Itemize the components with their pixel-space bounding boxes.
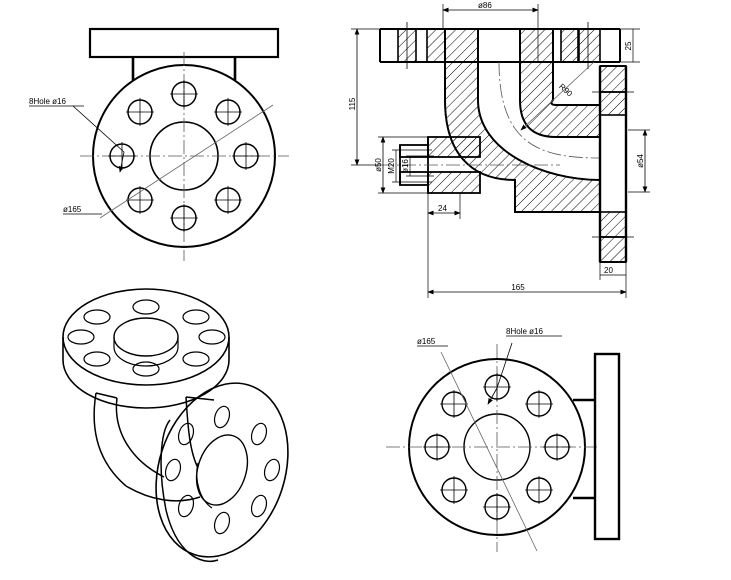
top-flange-section (379, 22, 621, 69)
bolt-circle-label-top-left: ø165 (63, 205, 82, 214)
dim-label-branch-bore: ø16 (401, 159, 410, 173)
hole-note-label-top-left: 8Hole ø16 (29, 97, 66, 106)
iso-side-flange (155, 382, 289, 562)
dim-branch-bore: ø16 (401, 155, 434, 177)
side-hole-note-leader (487, 335, 562, 405)
dim-label-side-bore: ø54 (636, 154, 645, 168)
view-bottom-right-side-flange: ø165 8Hole ø16 (386, 327, 621, 552)
iso-top-flange (62, 288, 230, 409)
view-top-left-front-flange: 8Hole ø16 ø165 (29, 27, 289, 261)
dim-label-branch-outer: ø50 (374, 158, 383, 172)
side-mounting-plate (573, 352, 621, 541)
dim-label-flange-thickness-side: 20 (604, 266, 613, 275)
bolt-circle-label-bottom-right: ø165 (417, 337, 436, 346)
dim-overall-length: 165 (427, 219, 627, 298)
dim-branch-outer: ø50 (374, 136, 432, 194)
dim-bore-top: ø86 (442, 1, 539, 62)
dim-label-branch-thread: M20 (387, 158, 396, 174)
dim-side-bore: ø54 (628, 129, 650, 193)
side-bolt-circle-leader (440, 351, 538, 552)
view-top-right-section: ø86 115 25 R90 ø50 (348, 1, 650, 298)
bolt-hole-group (108, 80, 260, 232)
left-branch-boss (380, 136, 560, 194)
side-bolt-hole-group (423, 373, 571, 521)
dim-flange-thickness-top: 25 (620, 28, 640, 63)
right-flange-section (592, 65, 634, 263)
hole-note-label-bottom-right: 8Hole ø16 (506, 327, 543, 336)
dim-branch-length: 24 (427, 193, 461, 219)
dim-label-flange-thickness-top: 25 (624, 41, 633, 50)
view-bottom-left-isometric (62, 288, 289, 562)
hole-note-leader (29, 105, 125, 173)
bolt-circle-leader (99, 104, 274, 219)
dim-height: 115 (348, 28, 380, 166)
dim-label-branch-length: 24 (438, 204, 447, 213)
dim-label-height: 115 (348, 97, 357, 110)
dim-branch-thread: M20 (387, 149, 432, 183)
dim-label-bore-top: ø86 (478, 1, 492, 10)
dim-label-overall-length: 165 (511, 283, 525, 292)
dim-flange-thickness-side: 20 (599, 262, 627, 280)
